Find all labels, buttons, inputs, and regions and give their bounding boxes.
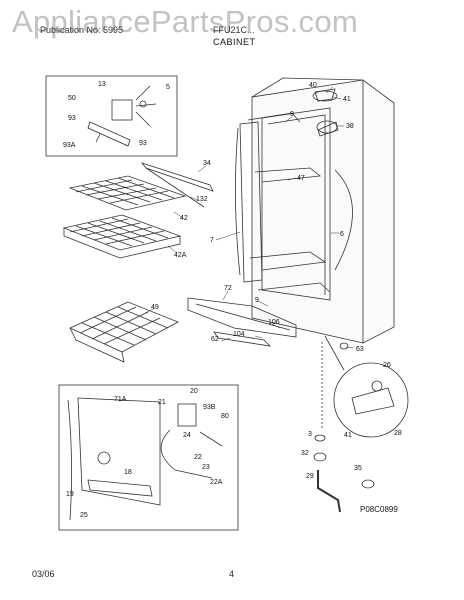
label-93B: 93B [203, 404, 216, 411]
label-93A: 93A [63, 142, 76, 149]
label-40: 40 [309, 82, 317, 89]
shelf-rail [140, 162, 214, 208]
label-106: 106 [268, 319, 280, 326]
label-24: 24 [183, 432, 191, 439]
label-42A: 42A [174, 252, 187, 259]
drain-parts [313, 342, 375, 513]
label-35: 35 [354, 465, 362, 472]
label-50: 50 [68, 95, 76, 102]
label-93-right: 93 [139, 140, 147, 147]
label-72: 72 [224, 285, 232, 292]
label-9-lower: 9 [255, 297, 259, 304]
leveling-leg-detail [324, 335, 409, 438]
label-80: 80 [221, 413, 229, 420]
label-49: 49 [151, 304, 159, 311]
label-20: 20 [190, 388, 198, 395]
label-19: 19 [66, 491, 74, 498]
section-title: CABINET [213, 37, 256, 47]
label-9-upper: 9 [290, 111, 294, 118]
label-18: 18 [124, 469, 132, 476]
label-34: 34 [203, 160, 211, 167]
watermark: AppliancePartsPros.com [12, 4, 359, 39]
label-42: 42 [180, 215, 188, 222]
label-21: 21 [158, 399, 166, 406]
wire-shelf-lower [62, 214, 182, 259]
label-47: 47 [297, 175, 305, 182]
page-number: 4 [229, 569, 235, 579]
footer-date: 03/06 [32, 569, 55, 579]
wire-basket [69, 301, 179, 363]
label-28: 28 [394, 430, 402, 437]
drawing-code: P08C0899 [360, 505, 398, 514]
model-number: FFU21C... [213, 25, 255, 35]
label-41-upper: 41 [343, 96, 351, 103]
label-38: 38 [346, 123, 354, 130]
label-29: 29 [306, 473, 314, 480]
wire-shelf-upper [68, 175, 187, 211]
label-62: 62 [211, 336, 219, 343]
label-13: 13 [98, 81, 106, 88]
label-41-lower: 41 [344, 432, 352, 439]
label-7: 7 [210, 237, 214, 244]
label-32: 32 [301, 450, 309, 457]
label-26: 26 [383, 362, 391, 369]
label-63: 63 [356, 346, 364, 353]
label-25: 25 [80, 512, 88, 519]
label-104: 104 [233, 331, 245, 338]
label-93-left: 93 [68, 115, 76, 122]
label-71A: 71A [114, 396, 127, 403]
motor-inset [45, 75, 178, 157]
panel-inset [58, 384, 239, 531]
publication-number: Publication No: 5995 [40, 25, 124, 35]
label-6: 6 [340, 231, 344, 238]
label-23: 23 [202, 464, 210, 471]
label-3: 3 [308, 431, 312, 438]
grille-assembly [187, 297, 297, 347]
label-132: 132 [196, 196, 208, 203]
label-22A: 22A [210, 479, 223, 486]
label-22: 22 [194, 454, 202, 461]
cabinet-body [247, 77, 395, 344]
leader-lines [144, 86, 355, 349]
label-5: 5 [166, 84, 170, 91]
hinge-top [312, 88, 339, 137]
door-gasket [239, 121, 263, 283]
